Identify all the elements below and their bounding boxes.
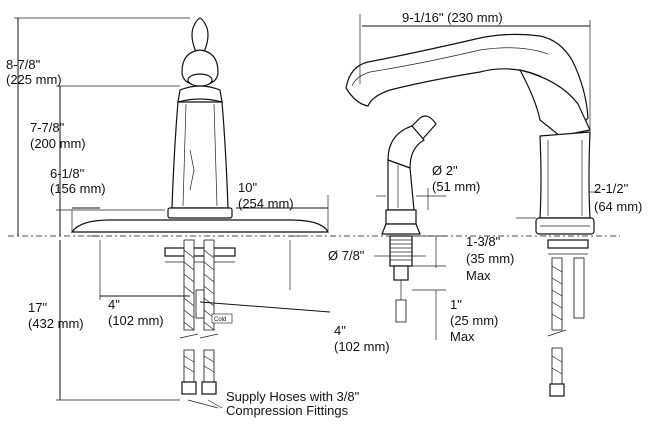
sprayer-shank [389,235,413,267]
sprayer-head [387,125,425,169]
center-right-in: 4" [334,323,346,338]
deck-plate [70,219,329,233]
center-left-in: 4" [108,297,120,312]
center-shank [195,289,205,319]
handle-aerator [187,73,213,87]
overall-height-mm: (225 mm) [6,72,62,87]
faucet-neck [177,85,223,103]
side-bracket [547,239,589,249]
sprayer-body [387,159,415,211]
side-shank [573,257,585,319]
handle-lever [191,17,209,53]
sprayer-collar [381,223,421,235]
hose-length-in: 17" [28,300,47,315]
side-body [539,131,591,219]
hose-right-lower [203,349,215,383]
sprayer-hose [395,299,407,323]
deck-max-label: Max [466,268,491,283]
side-fitting [549,383,565,397]
supply-hoses-line1: Supply Hoses with 3/8" [226,389,360,404]
front-view: Cold [8,17,620,409]
plate-width-mm: (254 mm) [238,196,294,211]
base-height-mm: (64 mm) [594,199,642,214]
side-hose-lower [551,347,563,385]
hose-left-lower [183,349,195,383]
spout-height-mm: (200 mm) [30,136,86,151]
center-left-mm: (102 mm) [108,313,164,328]
mounting-bracket [164,247,236,257]
shank-dia: Ø 7/8" [328,248,365,263]
spout-reach: 9-1/16" (230 mm) [402,10,503,25]
deck-max-mm: (35 mm) [466,251,514,266]
fitting-right [201,381,217,395]
supply-hoses-line2: Compression Fittings [226,403,349,418]
side-hose-a [551,257,563,331]
side-view [345,14,600,397]
sprayer-dia-in: Ø 2" [432,163,458,178]
faucet-base [167,207,233,219]
sprayer-nut [393,265,409,281]
overall-height-in: 8-7/8" [6,57,41,72]
below-deck-label: Max [450,329,475,344]
center-right-mm: (102 mm) [334,339,390,354]
faucet-body [171,101,229,209]
sprayer-view [374,115,446,340]
spout-height-in: 7-7/8" [30,120,65,135]
below-deck-mm: (25 mm) [450,313,498,328]
sprayer-base [385,209,417,225]
sprayer-dia-mm: (51 mm) [432,179,480,194]
hose-length-mm: (432 mm) [28,316,84,331]
fitting-left [181,381,197,395]
plate-width-in: 10" [238,180,257,195]
cold-label: Cold [214,317,226,323]
below-deck-in: 1" [450,297,462,312]
base-height-in: 2-1/2" [594,181,629,196]
handle-height-mm: (156 mm) [50,181,106,196]
deck-max-in: 1-3/8" [466,234,501,249]
dimension-lines-left [14,17,331,401]
handle-height-in: 6-1/8" [50,166,85,181]
